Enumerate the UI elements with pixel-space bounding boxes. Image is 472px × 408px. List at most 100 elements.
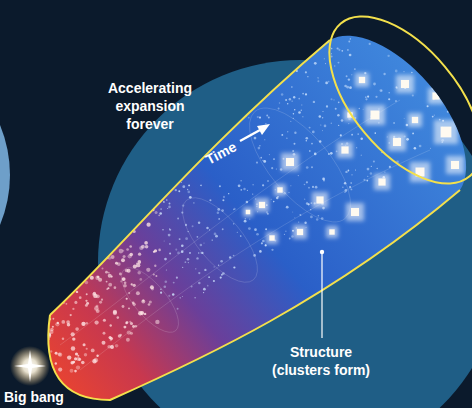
speckle	[238, 184, 241, 187]
speckle	[328, 81, 330, 83]
speckle	[328, 153, 330, 155]
speckle	[247, 98, 250, 101]
speckle	[295, 44, 298, 47]
speckle	[460, 127, 461, 128]
speckle	[78, 358, 81, 361]
speckle	[246, 201, 249, 204]
speckle	[86, 302, 89, 305]
speckle	[265, 123, 267, 125]
speckle	[260, 157, 262, 159]
speckle	[136, 263, 138, 265]
speckle	[175, 189, 177, 191]
expansion-label: Accelerating expansion forever	[104, 79, 196, 133]
speckle	[169, 252, 171, 254]
speckle	[319, 115, 321, 117]
speckle	[406, 124, 409, 127]
speckle	[209, 199, 211, 201]
speckle	[456, 100, 459, 103]
speckle	[395, 70, 398, 73]
speckle	[86, 274, 88, 276]
speckle	[175, 249, 177, 251]
speckle	[102, 341, 106, 345]
speckle	[408, 56, 410, 58]
speckle	[293, 118, 294, 119]
speckle	[298, 98, 300, 100]
speckle	[178, 190, 180, 192]
speckle	[125, 269, 128, 272]
speckle	[430, 58, 432, 60]
cluster-glow	[446, 156, 464, 174]
speckle	[387, 136, 388, 137]
speckle	[208, 276, 210, 278]
speckle	[115, 344, 119, 348]
speckle	[188, 262, 189, 263]
speckle	[340, 134, 342, 136]
speckle	[338, 62, 340, 64]
speckle	[169, 243, 171, 245]
speckle	[252, 193, 253, 194]
speckle	[189, 252, 191, 254]
speckle	[438, 48, 439, 49]
speckle	[101, 267, 103, 269]
tube-grid	[60, 92, 430, 370]
speckle	[258, 147, 261, 150]
cluster-glow	[326, 226, 338, 238]
speckle	[74, 301, 77, 304]
speckle	[431, 47, 433, 49]
speckle	[306, 137, 309, 140]
speckle	[255, 70, 258, 73]
speckle	[142, 202, 146, 206]
speckle	[256, 233, 259, 236]
cluster-core	[269, 235, 274, 240]
speckle	[262, 240, 265, 243]
speckle	[195, 268, 196, 269]
speckle	[348, 123, 349, 124]
speckle	[109, 336, 112, 339]
speckle	[425, 36, 427, 38]
speckle	[441, 74, 444, 77]
speckle	[457, 65, 458, 66]
speckle	[215, 235, 218, 238]
speckle	[380, 89, 383, 92]
speckle	[180, 297, 181, 298]
speckle	[262, 184, 264, 186]
speckle	[369, 43, 371, 45]
speckle	[411, 72, 412, 73]
speckle	[93, 292, 96, 295]
speckle	[349, 54, 352, 57]
speckle	[293, 96, 295, 98]
speckle	[322, 130, 323, 131]
speckle	[293, 113, 294, 114]
speckle	[365, 96, 367, 98]
speckle	[127, 330, 131, 334]
speckle	[331, 48, 333, 50]
speckle	[136, 263, 140, 267]
big-bang-label: Big bang	[4, 388, 84, 406]
cluster-glow	[365, 105, 385, 125]
speckle	[296, 53, 298, 55]
speckle	[145, 203, 147, 205]
speckle	[233, 223, 234, 224]
speckle	[323, 15, 326, 18]
speckle	[67, 355, 71, 359]
speckle	[331, 55, 333, 57]
cluster-glow	[408, 113, 422, 127]
speckle	[305, 71, 307, 73]
speckle	[460, 122, 462, 124]
speckle	[331, 24, 333, 26]
speckle	[411, 50, 414, 53]
speckle	[359, 108, 360, 109]
speckle	[373, 83, 376, 86]
speckle	[273, 158, 275, 160]
speckle	[425, 9, 427, 11]
speckle	[391, 40, 392, 41]
speckle	[294, 143, 296, 145]
speckle	[165, 187, 166, 188]
speckle	[302, 93, 304, 95]
speckle	[181, 212, 183, 214]
universe-tube	[48, 36, 466, 400]
speckle	[318, 24, 320, 26]
speckle	[75, 327, 79, 331]
speckle	[319, 140, 321, 142]
speckle	[115, 262, 118, 265]
